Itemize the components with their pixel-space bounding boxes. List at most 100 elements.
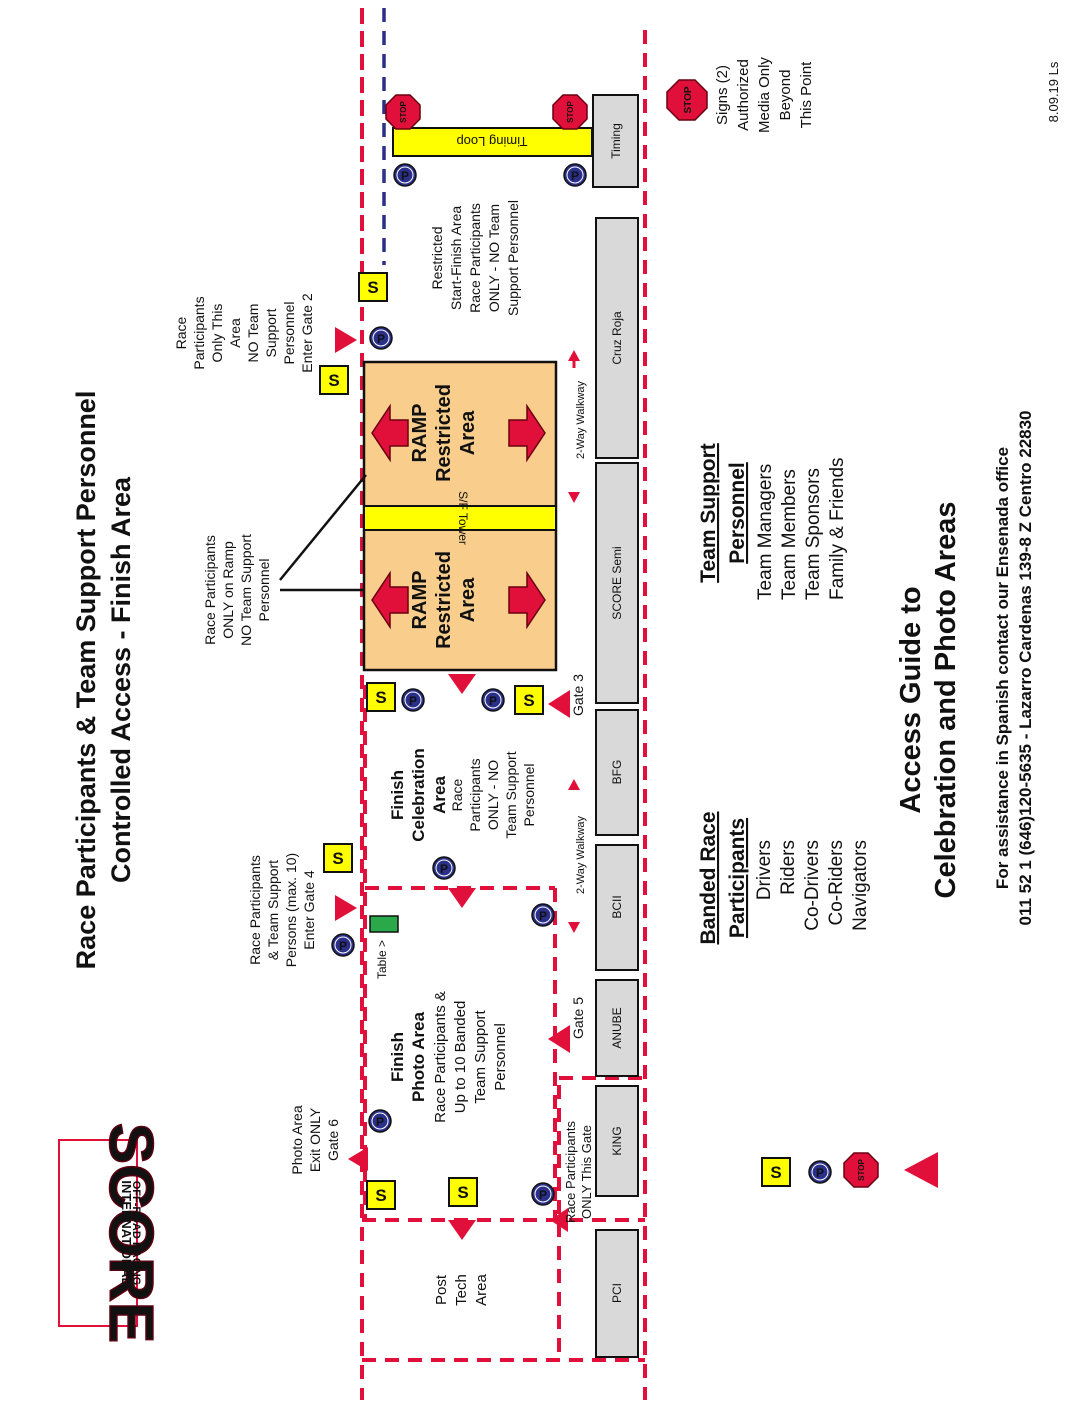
gate-6-note: Photo Area Exit ONLY Gate 6 — [289, 1105, 341, 1174]
ramp-arrow-right-upper — [508, 403, 546, 463]
booth-bcii-label: BCII — [610, 895, 624, 918]
banded-item: Navigators — [850, 840, 871, 931]
ramp-structure: S/F Tower RAMP Restricted Area RAMP Rest… — [362, 360, 558, 672]
banded-item: Co-Riders — [826, 840, 847, 926]
gate-5-marker — [548, 1025, 570, 1053]
walkway-arrows — [568, 350, 580, 933]
post-tech-line: Post — [433, 1274, 450, 1305]
booth-anube — [595, 979, 639, 1077]
gate-4-note: Race Participants & Team Support Persons… — [247, 853, 317, 967]
table-icon — [369, 915, 399, 933]
logo-line-2: OFF-ROAD RACING — [130, 1181, 142, 1286]
media-note-line: Signs (2) — [714, 65, 731, 125]
gate-6-marker — [348, 1147, 368, 1171]
gate-marker-ramp — [448, 674, 476, 694]
gate-2-note: Race Participants Only This Area NO Team… — [173, 293, 315, 373]
celebration-title: Finish — [388, 770, 407, 820]
stop-sign-media-label: STOP — [683, 86, 694, 113]
booths: PCI KING ANUBE BCII BFG SCORE Semi Cruz … — [592, 94, 639, 1358]
media-note: Signs (2) Authorized Media Only Beyond T… — [714, 57, 815, 133]
ramp-upper-label-3: Area — [457, 410, 479, 455]
s-icon: S — [375, 688, 386, 707]
gate-2-note-line: Participants — [191, 296, 207, 369]
legend-stop-label: STOP — [857, 1159, 866, 1181]
s-icon: S — [328, 371, 339, 390]
restricted-line: ONLY - NO Team — [486, 204, 502, 312]
s-icon: S — [332, 849, 343, 868]
p-icon: P — [489, 694, 497, 708]
p-icon: P — [376, 1115, 384, 1129]
document-title: Race Participants & Team Support Personn… — [71, 391, 101, 970]
this-gate-marker — [550, 1208, 568, 1232]
guide-title-line-2: Celebration and Photo Areas — [930, 502, 962, 899]
p-icon: P — [377, 332, 385, 346]
ramp-note-line: Race Participants — [202, 535, 218, 645]
restricted-area-label: Restricted Start-Finish Area Race Partic… — [429, 200, 521, 316]
revision-label: 8.09.19 Ls — [1046, 61, 1061, 122]
banded-item: Co-Drivers — [802, 840, 823, 931]
contact-line-1: For assistance in Spanish contact our En… — [993, 447, 1012, 889]
celebration-line: Personnel — [521, 763, 537, 826]
media-note-line: This Point — [798, 61, 815, 129]
restricted-line: Race Participants — [467, 203, 483, 313]
gate-2-marker — [335, 327, 357, 353]
s-icon: S — [375, 1186, 386, 1205]
ramp-note-line: NO Team Support — [238, 534, 254, 646]
gate-4-marker — [335, 895, 357, 921]
photo-area-title: Finish — [388, 1032, 407, 1082]
legend-p-icon: P — [816, 1166, 824, 1180]
gate-6-note-line: Exit ONLY — [307, 1107, 323, 1172]
ramp-upper-label-2: Restricted — [433, 384, 455, 482]
media-note-line: Authorized — [735, 59, 752, 131]
gate-5-label: Gate 5 — [570, 997, 586, 1039]
logo-line-1: INTERNATIONAL — [119, 1180, 134, 1285]
gate-marker-photo — [448, 888, 476, 908]
p-icon: P — [401, 169, 409, 183]
gate-4-note-line: Persons (max. 10) — [283, 853, 299, 967]
photo-area-title: Photo Area — [409, 1011, 428, 1102]
support-item: Team Members — [779, 469, 800, 600]
restricted-line: Restricted — [429, 226, 445, 289]
stop-sign-2-label: STOP — [566, 101, 575, 123]
p-icons: P P P P P P P P P P P — [331, 163, 832, 1206]
legend-stop-icon: STOP — [843, 1152, 879, 1188]
support-item: Family & Friends — [827, 457, 848, 600]
ramp-upper-label: RAMP — [409, 404, 431, 463]
booth-timing-label: Timing — [609, 123, 623, 159]
booth-cruz-roja-label: Cruz Roja — [610, 311, 624, 365]
sf-tower-label: S/F Tower — [456, 491, 470, 545]
booth-pci — [595, 1229, 639, 1358]
s-icons: S S S S S S S S — [319, 272, 791, 1210]
ramp-arrow-left-lower — [371, 570, 409, 630]
ramp-lower-label-2: Restricted — [433, 551, 455, 649]
celebration-line: ONLY - NO — [485, 760, 501, 830]
gate-2-note-line: Support — [263, 308, 279, 357]
support-title: Personnel — [726, 462, 749, 564]
gate-2-note-line: Enter Gate 2 — [299, 293, 315, 373]
table-label: Table > — [375, 940, 389, 979]
booth-bfg — [595, 709, 639, 836]
post-tech-line: Area — [473, 1274, 490, 1306]
gate-4-note-line: Enter Gate 4 — [301, 870, 317, 950]
timing-loop-label: Timing Loop — [456, 134, 527, 149]
celebration-area-label: Finish Celebration Area Race Participant… — [388, 748, 537, 842]
document-subtitle: Controlled Access - Finish Area — [106, 476, 136, 883]
stop-signs: STOP STOP STOP — [385, 79, 708, 130]
gate-4-note-line: & Team Support — [265, 860, 281, 960]
banded-item: Riders — [778, 840, 799, 895]
photo-area-line: Personnel — [492, 1023, 509, 1091]
this-gate-note-line: ONLY This Gate — [579, 1125, 594, 1219]
photo-area-line: Team Support — [472, 1009, 489, 1103]
p-icon: P — [339, 939, 347, 953]
p-icon: P — [409, 694, 417, 708]
gate-3-marker — [548, 690, 570, 718]
booth-bfg-label: BFG — [610, 760, 624, 785]
celebration-line: Participants — [467, 758, 483, 831]
this-gate-note-line: Race Participants — [563, 1121, 578, 1223]
timing-loop — [392, 127, 593, 157]
banded-title: Participants — [726, 818, 749, 938]
booth-cruz-roja — [595, 217, 639, 459]
ramp-arrow-left-upper — [371, 403, 409, 463]
post-tech-line: Tech — [453, 1274, 470, 1306]
